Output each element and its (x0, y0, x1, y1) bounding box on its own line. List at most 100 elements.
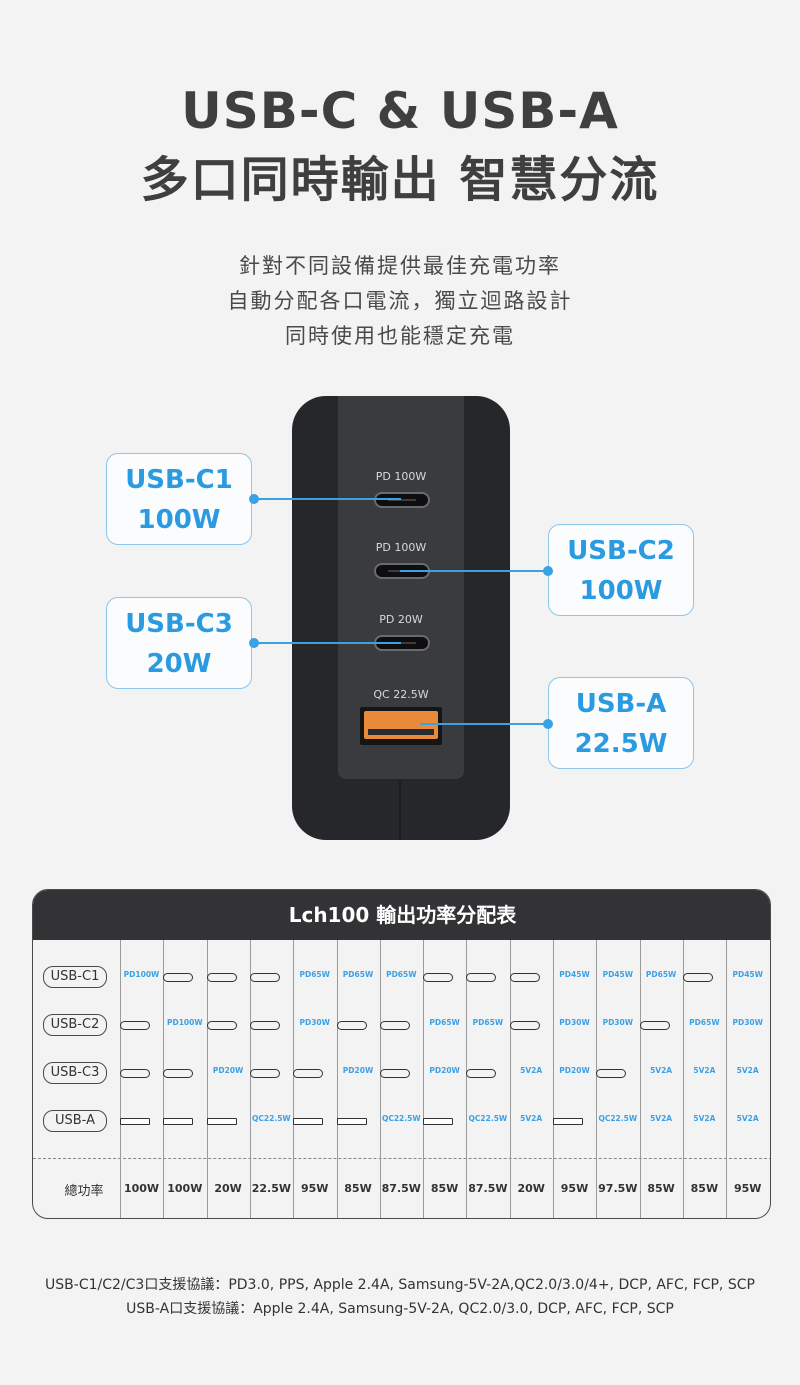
usb-c-port-icon (682, 973, 713, 982)
total-power-value: 85W (690, 1182, 719, 1195)
usb-c-port-icon (120, 1021, 150, 1030)
description-line-3: 同時使用也能穩定充電 (285, 324, 515, 348)
usb-a-port-icon (423, 1118, 454, 1125)
table-cell-c2: PD100W (163, 1018, 206, 1027)
callout-port-name: USB-A (575, 689, 667, 719)
usb-c-port-icon (423, 973, 454, 982)
cell-value: PD100W (166, 1018, 203, 1027)
connector-dot-c2 (543, 566, 553, 576)
cell-value: PD30W (299, 1018, 330, 1027)
table-cell-c3: PD20W (423, 1066, 466, 1075)
cell-value: 5V2A (693, 1114, 716, 1123)
usb-c-port-icon (120, 1069, 150, 1078)
column-divider (423, 940, 425, 1218)
total-power-value: 22.5W (251, 1182, 292, 1195)
usb-c-port-icon (466, 973, 497, 982)
total-power-value: 20W (517, 1182, 545, 1195)
cell-value: PD100W (123, 970, 160, 979)
callout-port-name: USB-C1 (125, 465, 233, 495)
cell-value: PD20W (212, 1066, 244, 1075)
table-cell-c1: PD100W (120, 970, 163, 979)
protocol-note-usb-a: USB-A口支援協議：Apple 2.4A, Samsung-5V-2A, QC… (126, 1301, 674, 1317)
table-cell-a: 5V2A (510, 1114, 553, 1123)
total-power-value: 100W (123, 1182, 160, 1195)
row-label-usb-c2: USB-C2 (43, 1014, 107, 1036)
usb-c-port-icon (249, 973, 280, 982)
total-power-label: 總功率 (64, 1184, 104, 1199)
table-cell-c1: PD65W (337, 970, 380, 979)
total-power-value: 87.5W (381, 1182, 421, 1195)
table-cell-c3: 5V2A (726, 1066, 769, 1075)
total-power-value: 97.5W (598, 1182, 638, 1195)
cell-value: PD45W (559, 970, 590, 979)
usb-a-port-icon (206, 1118, 237, 1125)
callout-usb-a: USB-A 22.5W (548, 677, 694, 769)
table-cell-c1: PD65W (293, 970, 336, 979)
total-power-value: 95W (733, 1182, 762, 1195)
cell-value: PD45W (732, 970, 763, 979)
callout-usb-c1: USB-C1 100W (106, 453, 252, 545)
total-power-value: 85W (647, 1182, 675, 1195)
cell-value: PD65W (342, 970, 374, 979)
cell-value: PD20W (429, 1066, 460, 1075)
table-cell-a: QC22.5W (596, 1114, 639, 1123)
port-label-c2: PD 100W (375, 541, 427, 554)
usb-c1-port-icon (374, 492, 430, 508)
usb-a-port-icon (553, 1118, 583, 1125)
table-cell-c3: 5V2A (640, 1066, 683, 1075)
callout-port-name: USB-C2 (567, 536, 675, 566)
usb-a-port-icon (163, 1118, 194, 1125)
table-cell-c3: PD20W (207, 1066, 250, 1075)
connector-dot-c3 (249, 638, 259, 648)
cell-value: 5V2A (736, 1066, 759, 1075)
table-cell-a: QC22.5W (380, 1114, 423, 1123)
column-divider (509, 940, 511, 1218)
usb-a-port-icon (120, 1118, 150, 1125)
cell-value: 5V2A (520, 1114, 543, 1123)
usb-c3-port-icon (374, 635, 430, 651)
column-divider (466, 940, 468, 1218)
cell-value: QC22.5W (381, 1114, 421, 1123)
callout-port-power: 22.5W (574, 729, 668, 759)
table-cell-c2: PD65W (466, 1018, 509, 1027)
usb-c-port-icon (509, 1021, 540, 1030)
usb-a-port-tongue (368, 729, 434, 735)
column-divider (293, 940, 295, 1218)
usb-a-port-icon (336, 1118, 367, 1125)
column-divider (726, 940, 728, 1218)
page-subtitle: 多口同時輸出 智慧分流 (140, 152, 660, 208)
column-divider (206, 940, 208, 1218)
cell-value: PD45W (602, 970, 634, 979)
page-title: USB-C & USB-A (181, 82, 619, 140)
usb-c-port-icon (249, 1021, 280, 1030)
column-divider (163, 940, 165, 1218)
usb-c-port-icon (249, 1069, 280, 1078)
charger-seam (399, 780, 401, 840)
port-label-c1: PD 100W (375, 470, 427, 483)
table-title: Lch100 輸出功率分配表 (33, 890, 770, 940)
power-distribution-table: Lch100 輸出功率分配表 USB-C1 USB-C2 USB-C3 USB-… (32, 889, 771, 1219)
usb-c-port-icon (509, 973, 540, 982)
total-power-value: 85W (344, 1182, 372, 1195)
cell-value: 5V2A (693, 1066, 716, 1075)
cell-value: PD65W (472, 1018, 504, 1027)
usb-c-port-icon (639, 1021, 670, 1030)
usb-c-port-icon (596, 1069, 627, 1078)
table-cell-c1: PD65W (380, 970, 423, 979)
cell-value: QC22.5W (468, 1114, 508, 1123)
table-cell-c2: PD30W (553, 1018, 596, 1027)
total-divider (33, 1158, 770, 1159)
description-line-1: 針對不同設備提供最佳充電功率 (239, 254, 561, 278)
description-line-2: 自動分配各口電流，獨立迴路設計 (227, 289, 573, 313)
table-cell-c3: PD20W (553, 1066, 596, 1075)
table-cell-c2: PD30W (293, 1018, 336, 1027)
column-divider (769, 940, 770, 1218)
cell-value: PD65W (386, 970, 417, 979)
usb-c-port-icon (206, 973, 237, 982)
connector-line-a (420, 723, 548, 725)
usb-c-port-icon (336, 1021, 367, 1030)
cell-value: PD30W (559, 1018, 590, 1027)
table-cell-a: 5V2A (683, 1114, 726, 1123)
total-power-value: 95W (560, 1182, 589, 1195)
table-cell-c2: PD65W (423, 1018, 466, 1027)
